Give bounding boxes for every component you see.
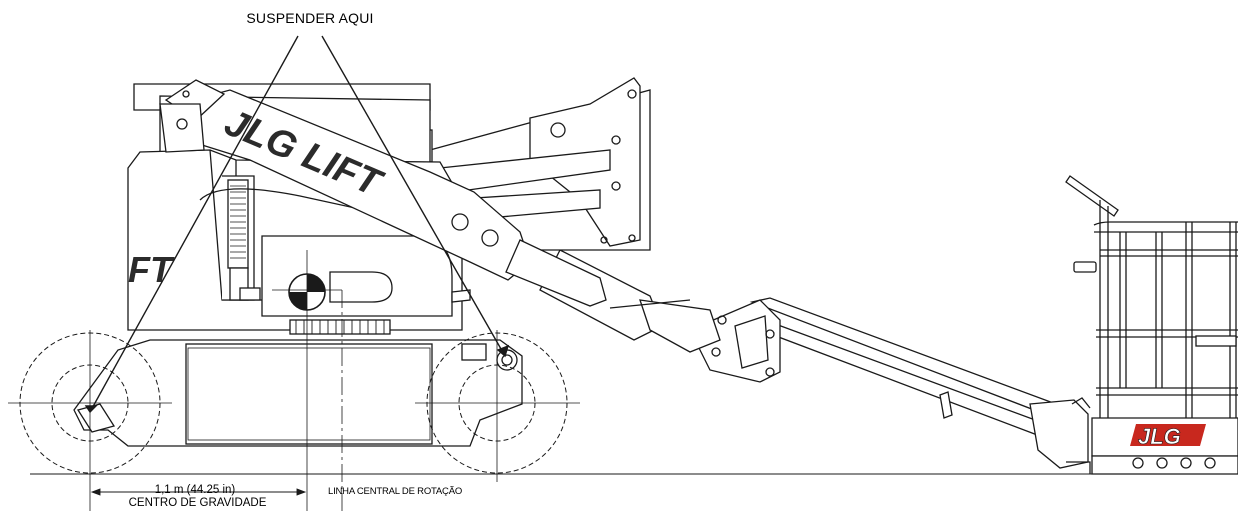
- jib-arm: [689, 297, 1091, 474]
- chassis: [73, 319, 523, 447]
- cg-distance-label: 1,1 m (44.25 in): [154, 484, 236, 496]
- lifting-slings: [84, 35, 510, 414]
- lift-point-icon: [496, 349, 518, 371]
- lift-point-label: SUSPENDER AQUI: [246, 10, 374, 26]
- body-logo-fragment: FT: [128, 249, 175, 290]
- cg-caption-label: CENTRO DE GRAVIDADE: [128, 497, 267, 509]
- rotation-centerline-label: LINHA CENTRAL DE ROTAÇÃO: [328, 486, 463, 497]
- cg-dimension-arrow: [90, 488, 307, 496]
- wheel-crosshairs: [8, 330, 580, 511]
- platform-basket: JLG: [1065, 175, 1238, 475]
- chassis-logo-decal: JLG: [1130, 424, 1206, 449]
- chassis-logo-text: JLG: [1138, 424, 1181, 449]
- reference-lines: [272, 250, 343, 511]
- turntable-body: FT: [127, 149, 463, 331]
